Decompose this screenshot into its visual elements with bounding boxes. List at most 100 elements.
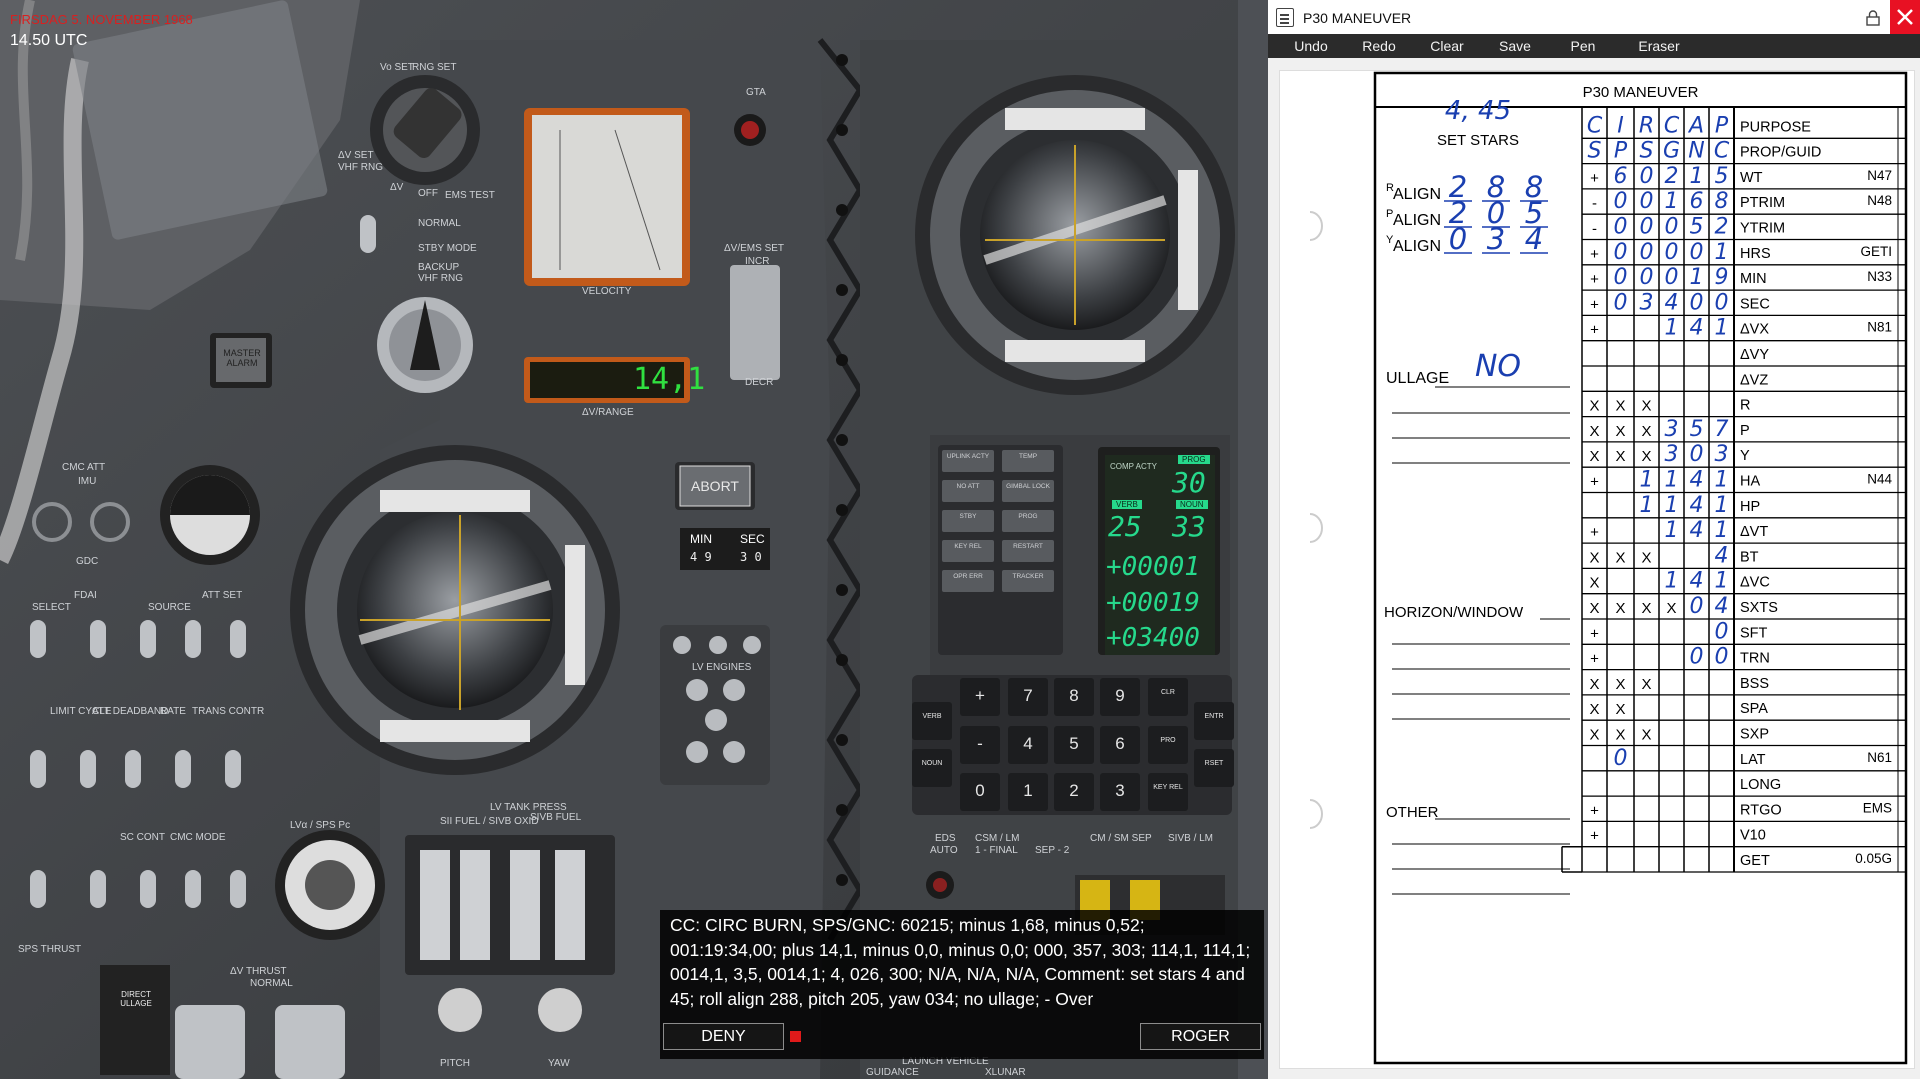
form-cell-value: + bbox=[1590, 524, 1599, 541]
dsky-key[interactable]: 5 bbox=[1054, 726, 1094, 764]
align-value: 2 bbox=[1449, 196, 1467, 230]
save-button[interactable]: Save bbox=[1499, 38, 1531, 54]
form-cell-value: 1 bbox=[1665, 189, 1679, 214]
eraser-button[interactable]: Eraser bbox=[1638, 38, 1680, 54]
redo-button[interactable]: Redo bbox=[1362, 38, 1396, 54]
form-cell-value: 0 bbox=[1614, 189, 1628, 214]
label-velocity: VELOCITY bbox=[582, 286, 632, 297]
label-select: SELECT bbox=[32, 602, 71, 613]
label-dv-set: ΔV SET bbox=[338, 150, 374, 161]
comms-dialog: CC: CIRC BURN, SPS/GNC: 60215; minus 1,6… bbox=[660, 910, 1264, 1059]
form-cell-value: 1 bbox=[1665, 493, 1679, 518]
sim-time: 14.50 UTC bbox=[10, 32, 88, 49]
dv-range-counter: 14,1 bbox=[633, 362, 706, 397]
dsky-key[interactable]: 0 bbox=[960, 773, 1000, 811]
label-yaw: YAW bbox=[548, 1058, 570, 1069]
master-alarm-button[interactable]: MASTER ALARM bbox=[223, 348, 261, 368]
clear-button[interactable]: Clear bbox=[1430, 38, 1464, 54]
form-cell-value: 0 bbox=[1690, 240, 1704, 265]
dsky-key[interactable]: 7 bbox=[1008, 678, 1048, 716]
dsky-key[interactable]: NOUN bbox=[912, 749, 952, 787]
form-row-noun: GETI bbox=[1860, 244, 1892, 259]
form-cell-value: 1 bbox=[1665, 468, 1679, 493]
dsky-key[interactable]: 8 bbox=[1054, 678, 1094, 716]
form-row-noun: N61 bbox=[1867, 750, 1892, 765]
lock-icon[interactable] bbox=[1865, 10, 1881, 26]
label-cm-sm-sep: CM / SM SEP bbox=[1090, 833, 1152, 844]
align-value: 0 bbox=[1449, 222, 1467, 256]
direct-ullage-button[interactable]: DIRECT ULLAGE bbox=[120, 990, 152, 1008]
form-cell-value: X bbox=[1641, 448, 1651, 465]
align-prefix: P bbox=[1386, 208, 1393, 220]
form-cell-value: 4 bbox=[1690, 316, 1704, 341]
dsky-annunciator: STBY bbox=[942, 510, 994, 532]
dsky-key[interactable]: 3 bbox=[1100, 773, 1140, 811]
label-sivb-lm: SIVB / LM bbox=[1168, 833, 1214, 844]
form-row-label: ΔVY bbox=[1740, 347, 1769, 363]
form-cell-value: 1 bbox=[1690, 265, 1704, 290]
abort-button[interactable]: ABORT bbox=[691, 478, 739, 494]
form-cell-value: 1 bbox=[1715, 316, 1729, 341]
form-cell-value: 0 bbox=[1690, 645, 1704, 670]
form-cell-value: 8 bbox=[1715, 189, 1729, 214]
dsky-key[interactable]: CLR bbox=[1148, 678, 1188, 716]
pen-button[interactable]: Pen bbox=[1570, 38, 1596, 54]
form-row-noun: N48 bbox=[1867, 193, 1892, 208]
dsky-key[interactable]: VERB bbox=[912, 702, 952, 740]
form-cell-value: X bbox=[1615, 549, 1625, 566]
form-cell-value: X bbox=[1641, 398, 1651, 415]
dsky-key[interactable]: + bbox=[960, 678, 1000, 716]
form-cell-value: S bbox=[1588, 139, 1602, 164]
dsky-annunciator: TRACKER bbox=[1002, 570, 1054, 592]
dsky-key[interactable]: PRO bbox=[1148, 726, 1188, 764]
form-cell-value: 4 bbox=[1665, 290, 1679, 315]
form-cell-value: 0 bbox=[1614, 746, 1628, 771]
label-lv-engines: LV ENGINES bbox=[692, 662, 752, 673]
form-cell-value: 1 bbox=[1715, 468, 1729, 493]
dsky-key[interactable]: 4 bbox=[1008, 726, 1048, 764]
undo-button[interactable]: Undo bbox=[1294, 38, 1328, 54]
dsky-key[interactable]: 9 bbox=[1100, 678, 1140, 716]
form-cell-value: 0 bbox=[1690, 290, 1704, 315]
deny-button[interactable]: DENY bbox=[663, 1023, 784, 1050]
form-row-label: MIN bbox=[1740, 271, 1767, 287]
form-cell-value: + bbox=[1590, 625, 1599, 642]
form-cell-value: 1 bbox=[1640, 468, 1654, 493]
form-row-label: ΔVC bbox=[1740, 575, 1770, 591]
dsky-key[interactable]: 2 bbox=[1054, 773, 1094, 811]
form-cell-value: 1 bbox=[1665, 316, 1679, 341]
form-cell-value: X bbox=[1641, 549, 1651, 566]
form-cell-value: C bbox=[1587, 113, 1603, 138]
form-cell-value: 0 bbox=[1715, 619, 1729, 644]
window-titlebar[interactable]: P30 MANEUVER bbox=[1268, 0, 1920, 34]
dsky-key[interactable]: - bbox=[960, 726, 1000, 764]
window-title: P30 MANEUVER bbox=[1303, 10, 1412, 26]
form-cell-value: 1 bbox=[1690, 164, 1704, 189]
dsky-prog-value: 30 bbox=[1172, 466, 1206, 499]
form-row-label: HP bbox=[1740, 499, 1760, 515]
dsky-key[interactable]: RSET bbox=[1194, 749, 1234, 787]
label-eds: EDS bbox=[935, 833, 956, 844]
form-cell-value: C bbox=[1664, 113, 1680, 138]
dsky-key[interactable]: 6 bbox=[1100, 726, 1140, 764]
close-button[interactable] bbox=[1890, 0, 1920, 34]
dsky-key[interactable]: KEY REL bbox=[1148, 773, 1188, 811]
roger-button[interactable]: ROGER bbox=[1140, 1023, 1261, 1050]
form-cell-value: 0 bbox=[1614, 215, 1628, 240]
form-cell-value: 5 bbox=[1715, 164, 1729, 189]
form-cell-value: 3 bbox=[1665, 442, 1679, 467]
label-dv-thrust: ΔV THRUST bbox=[230, 966, 287, 977]
align-value: 0 bbox=[1487, 196, 1505, 230]
form-row-label: RTGO bbox=[1740, 802, 1782, 818]
form-cell-value: X bbox=[1589, 448, 1599, 465]
label-normal: NORMAL bbox=[418, 218, 461, 229]
notepad-icon bbox=[1276, 8, 1294, 27]
align-value: 8 bbox=[1525, 170, 1543, 204]
form-row-noun: EMS bbox=[1863, 800, 1892, 815]
label-sc-cont: SC CONT bbox=[120, 832, 165, 843]
dsky-key[interactable]: ENTR bbox=[1194, 702, 1234, 740]
dsky-key[interactable]: 1 bbox=[1008, 773, 1048, 811]
form-cell-value: 6 bbox=[1614, 164, 1628, 189]
